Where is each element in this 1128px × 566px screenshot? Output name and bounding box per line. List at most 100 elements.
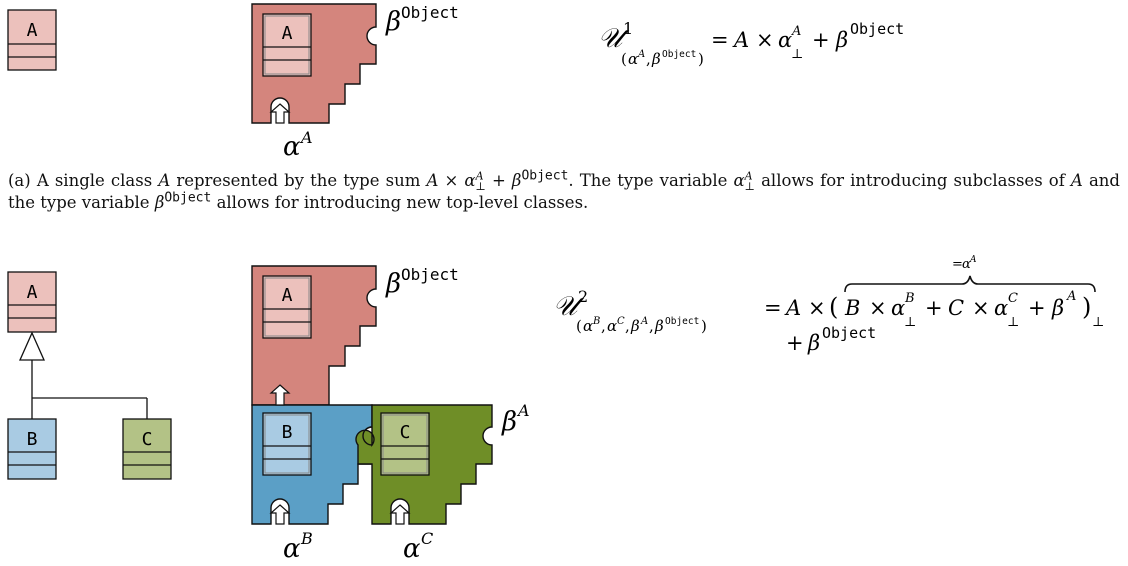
svg-text:=: = (764, 296, 782, 320)
svg-text:C: C (617, 316, 625, 327)
svg-text:Object: Object (401, 3, 459, 22)
svg-text:β: β (385, 7, 401, 37)
svg-text:,: , (625, 317, 630, 335)
inheritance-arrow-icon (18, 331, 148, 419)
svg-text:A: A (791, 24, 801, 39)
svg-text:): ) (698, 50, 704, 68)
puzzle-class-a-label: A (282, 23, 293, 44)
svg-text:×: × (869, 296, 887, 320)
svg-text:): ) (1082, 293, 1091, 321)
svg-text:A: A (27, 282, 38, 303)
svg-text:α: α (778, 28, 792, 52)
puzzle-piece-a-top: A (251, 3, 377, 124)
svg-text:+: + (1028, 296, 1046, 320)
svg-text:α: α (583, 317, 593, 335)
svg-text:(: ( (621, 50, 627, 68)
svg-text:×: × (756, 28, 774, 52)
overbrace-icon (844, 275, 1096, 293)
svg-text:Object: Object (850, 20, 904, 38)
svg-text:×: × (972, 296, 990, 320)
svg-text:α: α (891, 296, 905, 320)
svg-text:B: B (844, 296, 860, 320)
svg-text:Object: Object (401, 265, 459, 284)
uml-hierarchy: A B C (7, 271, 172, 480)
alpha-a-connector-icon (269, 384, 291, 406)
svg-text:α: α (283, 534, 301, 564)
svg-text:A: A (299, 128, 313, 147)
svg-text:β: β (835, 28, 848, 52)
svg-text:=: = (952, 257, 963, 272)
svg-text:C: C (421, 529, 433, 548)
uml-class-a-standalone: A (7, 9, 57, 71)
svg-text:=: = (711, 28, 729, 52)
svg-text:C: C (1008, 291, 1018, 306)
uml-class-a: A (7, 271, 57, 333)
svg-text:⊥: ⊥ (904, 315, 916, 330)
svg-text:B: B (592, 316, 600, 327)
svg-text:): ) (701, 317, 707, 335)
svg-text:α: α (962, 257, 971, 272)
svg-text:β: β (385, 269, 401, 299)
svg-text:C: C (948, 296, 964, 320)
svg-text:Object: Object (822, 324, 876, 342)
puzzle-class-c: C (380, 412, 430, 476)
svg-text:+: + (786, 331, 804, 355)
puzzle-class-a: A (262, 275, 312, 339)
uml-class-b: B (7, 418, 57, 480)
svg-text:α: α (403, 534, 421, 564)
svg-text:A: A (969, 255, 977, 265)
svg-text:B: B (27, 429, 38, 450)
svg-text:2: 2 (578, 287, 588, 306)
beta-object-label-a: β Object (385, 3, 459, 37)
alpha-a-arrow-icon (269, 103, 291, 124)
svg-text:1: 1 (623, 19, 633, 38)
svg-text:α: α (607, 317, 617, 335)
svg-text:+: + (925, 296, 943, 320)
alpha-b-label: α B (283, 529, 313, 564)
svg-text:β: β (807, 331, 820, 355)
svg-text:β: β (654, 317, 664, 335)
uml-class-c: C (122, 418, 172, 480)
alpha-a-label: α A (283, 128, 313, 162)
alpha-c-label: α C (403, 529, 433, 564)
formula-2: 𝒰 2 ( α B , α C , β A , β Object ) = A ×… (553, 255, 1104, 355)
svg-text:A: A (1066, 289, 1076, 304)
svg-text:Object: Object (662, 49, 696, 60)
puzzle-class-b: B (262, 412, 312, 476)
alpha-c-arrow-icon (389, 504, 411, 525)
svg-text:A: A (732, 28, 749, 52)
svg-text:β: β (1051, 296, 1064, 320)
caption-a: (a) A single class A represented by the … (8, 168, 1120, 213)
uml-class-a-label: A (27, 20, 38, 41)
beta-a-label: β A (501, 401, 530, 437)
svg-text:α: α (283, 132, 301, 162)
formula-1: 𝒰 1 ( α A , β Object ) = A × α A ⊥ + β O… (598, 19, 904, 68)
puzzle-class-a-box (262, 13, 312, 77)
puzzle-assembly: A B C (251, 265, 493, 525)
svg-text:×: × (808, 296, 826, 320)
svg-text:B: B (904, 291, 915, 306)
uml-class-a-box (7, 9, 57, 71)
svg-text:,: , (649, 317, 654, 335)
svg-text:C: C (142, 429, 153, 450)
svg-text:C: C (400, 422, 411, 443)
svg-text:A: A (516, 401, 530, 420)
alpha-b-arrow-icon (269, 504, 291, 525)
svg-text:Object: Object (665, 316, 699, 327)
svg-text:A: A (640, 316, 648, 327)
svg-text:B: B (300, 529, 313, 548)
svg-text:A: A (784, 296, 801, 320)
svg-text:A: A (637, 49, 645, 60)
svg-text:⊥: ⊥ (1092, 315, 1104, 330)
svg-text:α: α (628, 50, 638, 68)
svg-text:(: ( (829, 293, 838, 321)
svg-text:B: B (282, 422, 293, 443)
svg-text:⊥: ⊥ (1007, 315, 1019, 330)
svg-text:α: α (994, 296, 1008, 320)
svg-text:(: ( (576, 317, 582, 335)
svg-text:+: + (812, 28, 830, 52)
svg-text:,: , (601, 317, 606, 335)
svg-text:β: β (651, 50, 661, 68)
svg-text:β: β (501, 407, 517, 437)
